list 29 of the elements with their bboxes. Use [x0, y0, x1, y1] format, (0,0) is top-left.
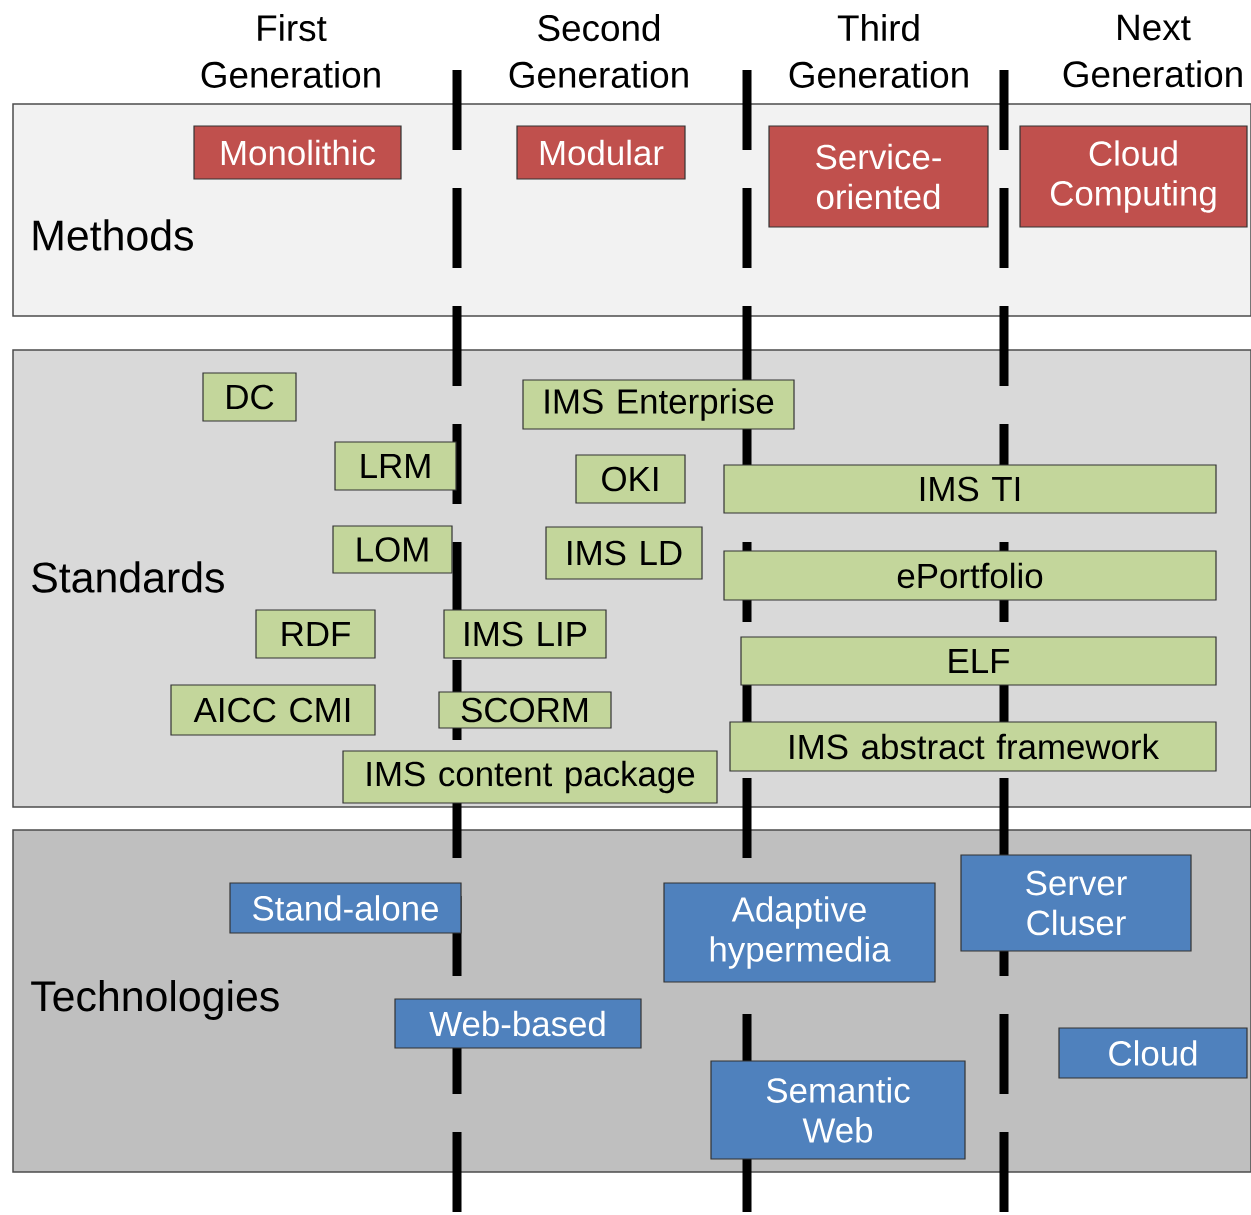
- box: Web-based: [394, 998, 642, 1049]
- box: DC: [202, 372, 297, 422]
- box: SCORM: [438, 691, 612, 729]
- column-heading: Second Generation: [509, 14, 688, 88]
- box: Modular: [516, 125, 686, 180]
- box: ePortfolio: [723, 550, 1217, 601]
- box: LRM: [334, 441, 457, 491]
- box: OKI: [575, 454, 686, 504]
- box: Server Cluser: [960, 854, 1192, 952]
- box: IMS LIP: [443, 609, 607, 659]
- box: Adaptive hypermedia: [663, 882, 936, 983]
- box: AICC CMI: [170, 684, 376, 736]
- box: Service-oriented: [768, 125, 989, 228]
- box: IMS Enterprise: [522, 379, 795, 430]
- box: IMS abstract framework: [729, 721, 1217, 772]
- box: Cloud Computing: [1019, 125, 1248, 228]
- column-heading: Third Generation: [789, 14, 968, 88]
- box: Monolithic: [193, 125, 402, 180]
- box: LOM: [332, 525, 453, 574]
- box: IMS content package: [342, 750, 718, 804]
- box: Stand-alone: [229, 882, 462, 934]
- box: ELF: [740, 636, 1217, 686]
- box: IMS LD: [545, 526, 703, 580]
- box: Cloud: [1058, 1027, 1248, 1079]
- box: Semantic Web: [710, 1060, 966, 1160]
- column-heading: Next Generation: [1063, 14, 1242, 88]
- column-heading: First Generation: [201, 14, 380, 88]
- box: RDF: [255, 609, 376, 659]
- box: IMS TI: [723, 464, 1217, 514]
